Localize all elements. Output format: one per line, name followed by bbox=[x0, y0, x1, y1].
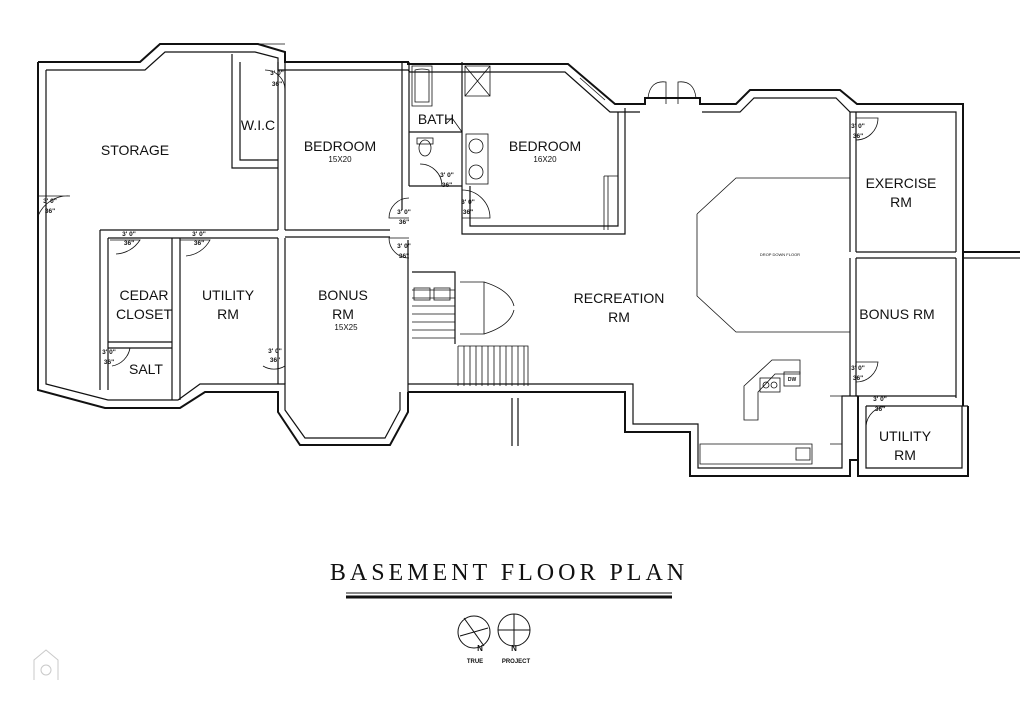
svg-text:3' 0": 3' 0" bbox=[440, 172, 454, 179]
svg-text:36": 36" bbox=[399, 219, 409, 226]
bath-label: BATH bbox=[418, 111, 454, 127]
svg-text:36": 36" bbox=[124, 240, 134, 247]
utility2-label-2: RM bbox=[894, 447, 916, 463]
compass-project-label: PROJECT bbox=[502, 659, 531, 665]
utility1-label-1: UTILITY bbox=[202, 287, 255, 303]
svg-text:3' 0": 3' 0" bbox=[461, 199, 475, 206]
recreation-label-1: RECREATION bbox=[574, 290, 665, 306]
door-tag-bath: 3' 0" 36" bbox=[440, 172, 454, 189]
drop-ceiling-label: DROP DOWN FLOOR bbox=[760, 252, 800, 257]
door-tag-utility1: 3' 0" 36" bbox=[192, 231, 206, 247]
svg-text:3' 0": 3' 0" bbox=[397, 243, 411, 250]
exercise-label-2: RM bbox=[890, 194, 912, 210]
door-tag-bonus2: 3' 0" 36" bbox=[851, 365, 865, 382]
recreation-label-2: RM bbox=[608, 309, 630, 325]
door-tag-utility2: 3' 0" 36" bbox=[873, 396, 887, 413]
plan-title-text: BASEMENT FLOOR PLAN bbox=[330, 560, 688, 586]
svg-text:3' 0": 3' 0" bbox=[851, 365, 865, 372]
svg-text:3' 0": 3' 0" bbox=[122, 231, 136, 238]
door-tag-exercise: 3' 0" 36" bbox=[851, 123, 865, 140]
svg-text:3' 0": 3' 0" bbox=[268, 348, 282, 355]
svg-text:3' 0": 3' 0" bbox=[192, 231, 206, 238]
svg-text:N: N bbox=[511, 644, 517, 653]
svg-text:36": 36" bbox=[875, 406, 885, 413]
bonus2-label: BONUS RM bbox=[859, 306, 934, 322]
svg-text:36": 36" bbox=[463, 209, 473, 216]
door-tags: 3' 0" 36" 3' 0" 36" 3' 0" 36" 3' 0" 36" … bbox=[43, 70, 887, 413]
door-swings bbox=[37, 69, 889, 427]
utility2-label-1: UTILITY bbox=[879, 428, 932, 444]
svg-text:3' 0": 3' 0" bbox=[397, 209, 411, 216]
exercise-label-1: EXERCISE bbox=[866, 175, 937, 191]
bonus1-dim: 15X25 bbox=[334, 323, 358, 332]
bedroom2-dim: 16X20 bbox=[533, 155, 557, 164]
door-tag-wic: 3' 0" 36" bbox=[270, 70, 284, 88]
svg-text:3' 0": 3' 0" bbox=[270, 70, 284, 77]
cedar-label-1: CEDAR bbox=[119, 287, 168, 303]
cedar-label-2: CLOSET bbox=[116, 306, 172, 322]
svg-text:36": 36" bbox=[272, 81, 282, 88]
svg-text:36": 36" bbox=[45, 208, 55, 215]
door-tag-bonus1-east: 3' 0" 36" bbox=[397, 243, 411, 260]
compass-project: N PROJECT bbox=[497, 613, 531, 665]
svg-text:36": 36" bbox=[194, 240, 204, 247]
svg-text:3' 0": 3' 0" bbox=[102, 349, 116, 356]
door-tag-storage: 3' 0" 36" bbox=[43, 198, 57, 215]
door-tag-salt: 3' 0" 36" bbox=[102, 349, 116, 366]
storage-label: STORAGE bbox=[101, 142, 169, 158]
compass-true-label: TRUE bbox=[467, 659, 483, 665]
door-tag-cedar: 3' 0" 36" bbox=[122, 231, 136, 247]
svg-text:3' 0": 3' 0" bbox=[851, 123, 865, 130]
interior-walls bbox=[99, 43, 956, 465]
room-labels: STORAGE W.I.C BEDROOM 15X20 BATH BEDROOM… bbox=[101, 111, 937, 463]
svg-text:36": 36" bbox=[104, 359, 114, 366]
door-tag-bedroom1: 3' 0" 36" bbox=[397, 209, 411, 226]
compass-true-icon bbox=[457, 615, 491, 649]
dishwasher-label: DW bbox=[788, 377, 797, 383]
salt-label: SALT bbox=[129, 361, 163, 377]
svg-text:3' 0": 3' 0" bbox=[873, 396, 887, 403]
wic-label: W.I.C bbox=[241, 117, 275, 133]
svg-text:N: N bbox=[477, 644, 483, 653]
bedroom2-label: BEDROOM bbox=[509, 138, 581, 154]
svg-text:36": 36" bbox=[442, 182, 452, 189]
svg-text:36": 36" bbox=[853, 133, 863, 140]
svg-text:3' 0": 3' 0" bbox=[43, 198, 57, 205]
bonus1-label-2: RM bbox=[332, 306, 354, 322]
utility1-label-2: RM bbox=[217, 306, 239, 322]
plan-title: BASEMENT FLOOR PLAN bbox=[330, 560, 688, 599]
bedroom1-dim: 15X20 bbox=[328, 155, 352, 164]
svg-text:36": 36" bbox=[853, 375, 863, 382]
bonus1-label-1: BONUS bbox=[318, 287, 368, 303]
door-tag-bonus1: 3' 0" 36" bbox=[268, 348, 282, 364]
bedroom1-label: BEDROOM bbox=[304, 138, 376, 154]
watermark-logo-icon bbox=[33, 649, 59, 680]
compass-true: N TRUE bbox=[457, 615, 491, 665]
svg-text:36": 36" bbox=[270, 357, 280, 364]
exterior-walls bbox=[37, 43, 1020, 477]
svg-text:36": 36" bbox=[399, 253, 409, 260]
door-tag-bedroom2: 3' 0" 36" bbox=[461, 199, 475, 216]
